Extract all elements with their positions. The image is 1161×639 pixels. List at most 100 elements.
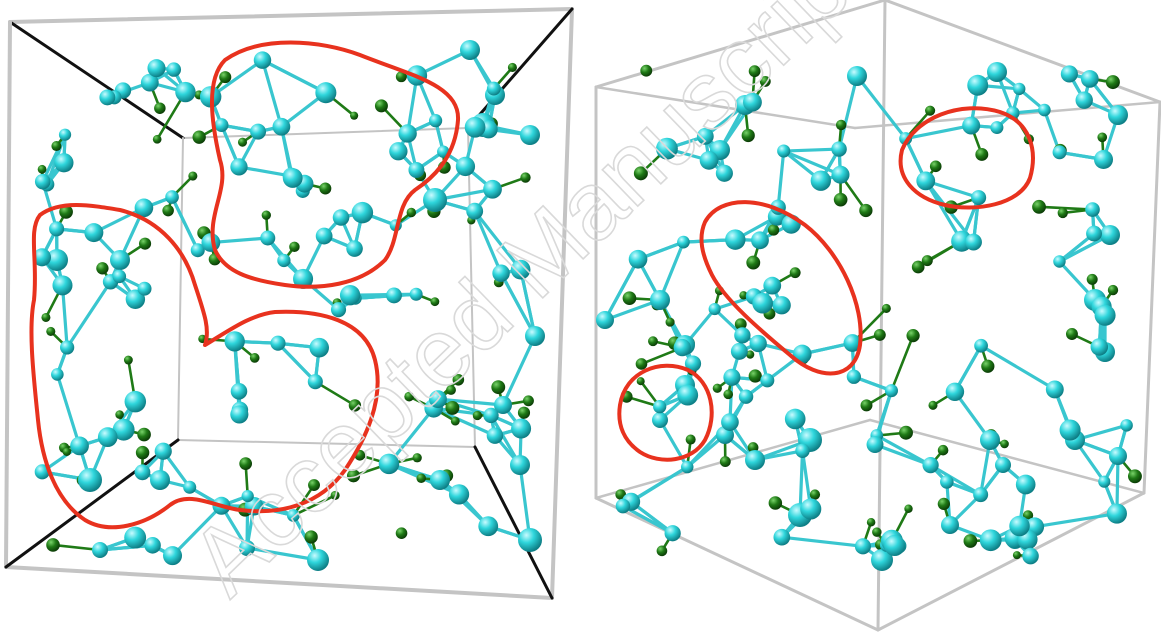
large-atom [628, 249, 648, 269]
large-atom [520, 125, 540, 145]
large-atom [78, 468, 102, 492]
right-structure-panel [594, 0, 1161, 632]
bond [1037, 205, 1094, 211]
large-atom [773, 528, 791, 546]
large-atom [230, 383, 248, 400]
large-atom [973, 487, 989, 503]
small-atom [416, 473, 426, 484]
bond [314, 380, 357, 407]
large-atom [224, 331, 245, 352]
large-atom [70, 436, 89, 456]
small-atom [835, 119, 847, 131]
cell-edge [182, 127, 469, 139]
left-highlight-regions [29, 40, 461, 530]
cell-diagonal [466, 7, 574, 130]
small-atom [866, 517, 876, 527]
small-atom [395, 71, 407, 83]
bond [55, 372, 82, 448]
small-atom [404, 391, 415, 402]
small-atom [789, 267, 801, 279]
small-atom [520, 172, 531, 183]
large-atom [831, 165, 850, 184]
large-atom [734, 327, 751, 344]
bond [98, 543, 155, 552]
large-atom [147, 59, 166, 78]
large-atom [97, 427, 118, 447]
small-atom [712, 383, 722, 393]
large-atom [854, 538, 871, 555]
large-atom [1120, 419, 1133, 432]
large-atom [749, 334, 767, 353]
large-atom [282, 168, 303, 188]
large-atom [945, 382, 965, 402]
large-atom [110, 250, 130, 270]
small-atom [1000, 439, 1009, 449]
large-atom [260, 230, 276, 246]
bond [245, 546, 320, 562]
small-atom [446, 385, 456, 395]
left-atoms [32, 40, 545, 571]
small-atom [685, 434, 696, 445]
small-atom [719, 456, 731, 468]
small-atom [445, 400, 460, 415]
large-atom [1106, 503, 1127, 524]
large-atom [293, 268, 314, 289]
bond [979, 344, 1057, 392]
large-atom [1109, 447, 1127, 465]
large-atom [398, 124, 417, 143]
small-atom [330, 490, 340, 500]
large-atom [339, 285, 361, 306]
small-atom [937, 444, 949, 456]
large-atom [725, 229, 746, 250]
small-atom [975, 147, 989, 161]
bond [519, 268, 537, 338]
small-atom [963, 534, 978, 548]
large-atom [494, 396, 512, 414]
large-atom [455, 156, 476, 177]
small-atom [899, 425, 913, 440]
small-atom [348, 399, 362, 412]
large-atom [995, 457, 1011, 473]
large-atom [743, 92, 762, 112]
highlight-region-outline [699, 200, 863, 376]
small-atom [1107, 284, 1119, 296]
bond [473, 209, 523, 272]
large-atom [752, 292, 773, 314]
small-atom [59, 205, 73, 219]
large-atom [800, 498, 822, 520]
small-atom [517, 406, 531, 419]
small-atom [452, 373, 465, 386]
small-atom [41, 312, 51, 322]
small-atom [833, 192, 848, 207]
large-atom [884, 384, 898, 398]
large-atom [307, 374, 323, 390]
large-atom [99, 89, 116, 106]
large-atom [230, 405, 249, 424]
bond [292, 494, 337, 517]
large-atom [763, 276, 782, 295]
large-atom [84, 223, 104, 243]
large-atom [492, 264, 510, 282]
large-atom [150, 470, 170, 490]
large-atom [144, 537, 161, 554]
small-atom [741, 128, 755, 143]
large-atom [32, 248, 52, 267]
small-atom [319, 182, 332, 195]
bond [499, 271, 537, 338]
large-atom [1085, 202, 1100, 217]
large-atom [751, 231, 769, 250]
large-atom [987, 62, 1007, 82]
large-atom [772, 296, 791, 315]
large-atom [309, 337, 329, 358]
large-atom [428, 390, 447, 409]
small-atom [981, 359, 995, 373]
small-atom [636, 377, 645, 386]
small-atom [748, 369, 762, 383]
large-atom [483, 407, 499, 424]
large-atom [464, 116, 486, 138]
small-atom [249, 353, 260, 363]
large-atom [1022, 547, 1039, 565]
bond [782, 149, 843, 177]
cell-edge [1142, 100, 1161, 495]
bond [170, 504, 224, 558]
